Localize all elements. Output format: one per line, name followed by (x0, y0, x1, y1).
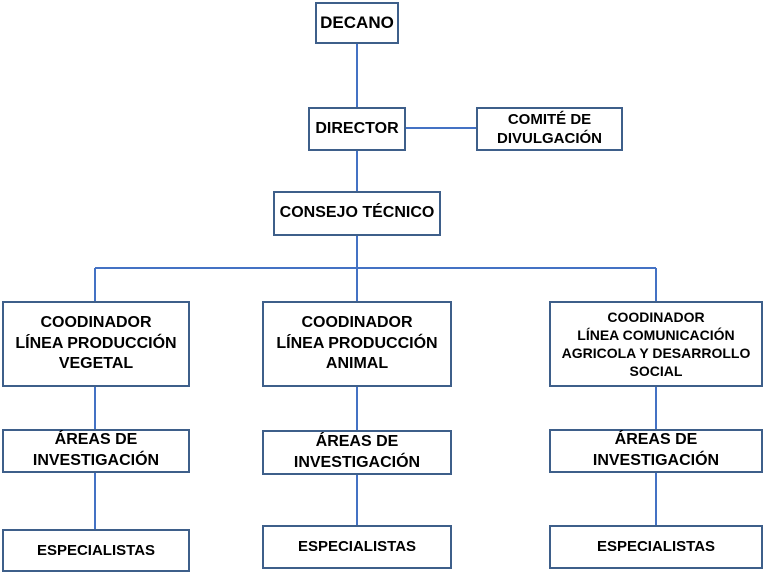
node-areas-comunicacion: ÁREAS DE INVESTIGACIÓN (549, 429, 763, 473)
node-comite-divulgacion: COMITÉ DE DIVULGACIÓN (476, 107, 623, 151)
node-coordinador-comunicacion: COODINADOR LÍNEA COMUNICACIÓN AGRICOLA Y… (549, 301, 763, 387)
node-especialistas-vegetal: ESPECIALISTAS (2, 529, 190, 572)
node-areas-vegetal: ÁREAS DE INVESTIGACIÓN (2, 429, 190, 473)
node-consejo-tecnico: CONSEJO TÉCNICO (273, 191, 441, 236)
node-especialistas-animal: ESPECIALISTAS (262, 525, 452, 569)
node-director: DIRECTOR (308, 107, 406, 151)
node-coordinador-vegetal: COODINADOR LÍNEA PRODUCCIÓN VEGETAL (2, 301, 190, 387)
node-areas-animal: ÁREAS DE INVESTIGACIÓN (262, 430, 452, 475)
node-coordinador-animal: COODINADOR LÍNEA PRODUCCIÓN ANIMAL (262, 301, 452, 387)
node-especialistas-comunicacion: ESPECIALISTAS (549, 525, 763, 569)
node-decano: DECANO (315, 2, 399, 44)
